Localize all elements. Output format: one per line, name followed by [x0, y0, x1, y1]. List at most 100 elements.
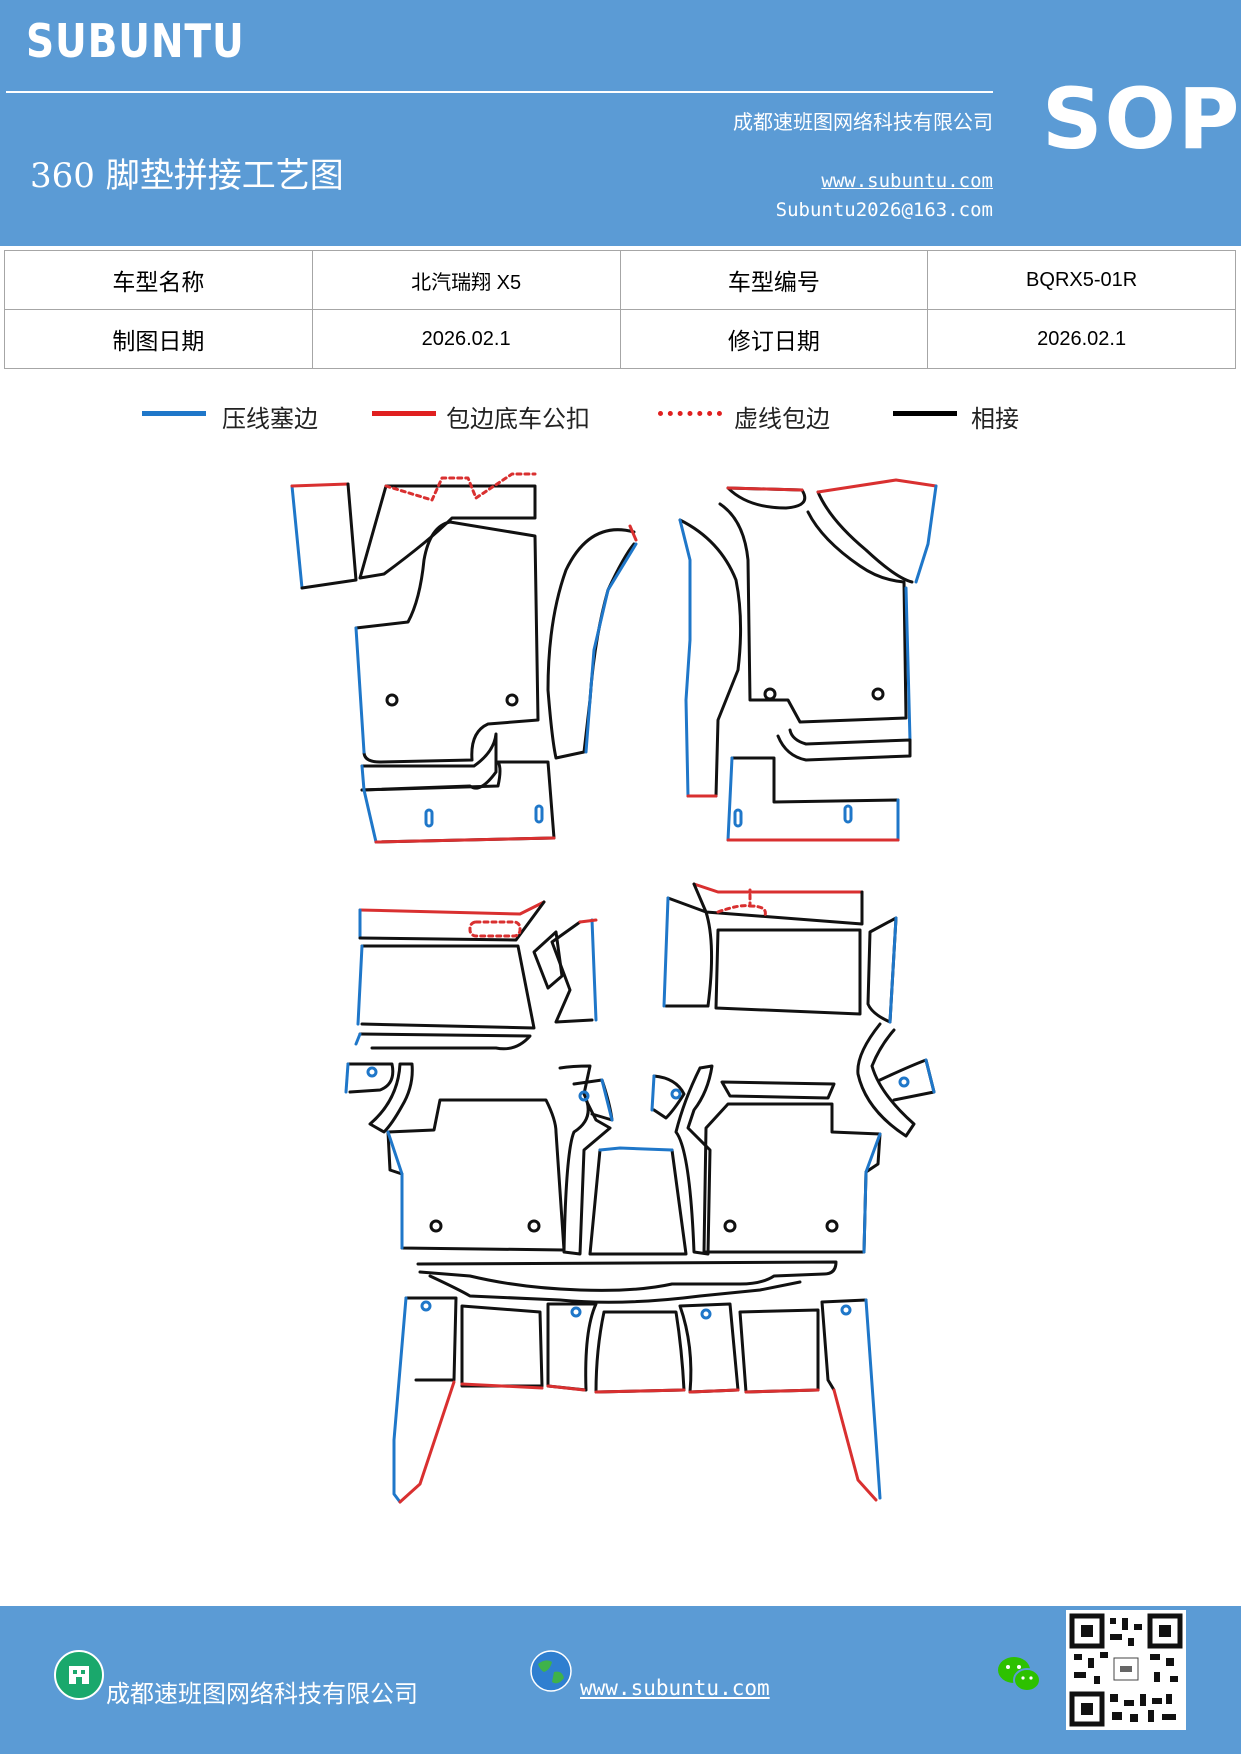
mat-piece-rear-left-side [398, 1380, 456, 1504]
mat-piece-mid-left-floor [386, 1098, 566, 1252]
clip-slot [733, 808, 743, 828]
wechat-icon[interactable] [996, 1654, 1042, 1694]
dotted-edge [468, 920, 522, 938]
mat-piece-mid-right-center [714, 928, 862, 1016]
mat-piece-center-tunnel [598, 1146, 674, 1152]
mat-piece-rear-right-floor [744, 1388, 820, 1394]
mat-piece-mid-left-arm [368, 1062, 414, 1134]
model-name-value: 北汽瑞翔 X5 [311, 250, 621, 310]
front-left-mats [290, 472, 638, 844]
mat-piece-front-left-floor [354, 520, 540, 764]
mat-piece-front-left-floor [354, 626, 366, 754]
mat-piece-mid-right-tunnel-clip [650, 1074, 656, 1112]
footer-website-link[interactable]: www.subuntu.com [580, 1676, 770, 1700]
mat-piece-mid-left-top [358, 900, 546, 916]
middle-row-floor-mats [344, 1022, 936, 1256]
mounting-hole [429, 1219, 443, 1233]
brand-logo: SUBUNTU [26, 14, 245, 68]
dotted-edge-mid-right [716, 888, 767, 920]
mounting-hole [898, 1076, 910, 1088]
mat-piece-front-right-sill [678, 518, 692, 798]
mat-piece-center-tunnel [588, 1148, 688, 1256]
mat-piece-mid-right-top [692, 882, 864, 894]
mat-piece-mid-left-wedge2 [590, 918, 598, 1022]
mounting-hole [385, 693, 399, 707]
mat-splicing-diagram [290, 472, 938, 1504]
mat-piece-rear-left-side [392, 1296, 408, 1504]
middle-row-top-mats [354, 882, 898, 1051]
legend-label: 包边底车公扣 [446, 405, 590, 433]
mat-piece-mid-left-strip [358, 1032, 532, 1051]
mat-piece-mid-left-wedge2 [578, 918, 598, 924]
mounting-hole [763, 687, 777, 701]
mat-piece-mid-left-clip [346, 1062, 395, 1094]
mat-piece-rear-strip [416, 1260, 838, 1292]
legend-swatch-join [893, 411, 957, 416]
mat-piece-mid-right-floor [862, 1132, 882, 1254]
footer-company-name: 成都速班图网络科技有限公司 [106, 1680, 418, 1708]
mat-piece-mid-left-floor [386, 1130, 404, 1250]
mat-piece-front-right-heel [776, 728, 912, 762]
mat-piece-rear-left-floor [460, 1382, 544, 1390]
model-name-label: 车型名称 [4, 250, 313, 310]
mat-piece-mid-left-strip [354, 1032, 362, 1046]
mat-piece-mid-right-tunnel-clip [652, 1074, 686, 1120]
dotted-edge-front-left [384, 472, 537, 502]
mat-piece-rear-left-side [404, 1296, 458, 1382]
model-info-table: 车型名称 北汽瑞翔 X5 车型编号 BQRX5-01R 制图日期 2026.02… [4, 250, 1236, 369]
mat-piece-front-left-heel [360, 760, 556, 844]
mat-piece-front-left-side [290, 484, 304, 590]
qr-code [1066, 1610, 1186, 1730]
mat-piece-mid-right-top [692, 882, 864, 926]
mat-piece-front-right-heel [726, 756, 734, 842]
mat-piece-mid-right-left [664, 896, 714, 1008]
mat-piece-mid-right-floor [702, 1102, 882, 1254]
mat-piece-front-right-floor [904, 586, 912, 742]
revise-date-value: 2026.02.1 [927, 309, 1236, 369]
mat-piece-mid-left-center [360, 944, 536, 1030]
mounting-hole [840, 1304, 852, 1316]
page-footer: 成都速班图网络科技有限公司 www.subuntu.com [0, 1606, 1241, 1754]
globe-icon [530, 1650, 572, 1692]
document-title: 360 脚垫拼接工艺图 [30, 156, 344, 196]
mat-piece-mid-right-side [888, 916, 898, 1024]
legend-label: 压线塞边 [222, 405, 318, 433]
mat-piece-mid-left-wedge [532, 930, 564, 990]
mat-piece-rear-left-floor [460, 1304, 544, 1388]
draw-date-value: 2026.02.1 [311, 309, 621, 369]
mat-piece-mid-left-wedge2 [550, 920, 594, 1024]
mat-piece-front-right-side [816, 490, 914, 584]
mat-piece-front-right-top [726, 486, 807, 510]
legend-label: 虚线包边 [734, 405, 830, 433]
page-header: SUBUNTU 成都速班图网络科技有限公司 360 脚垫拼接工艺图 www.su… [0, 0, 1241, 246]
mat-piece-front-right-heel [730, 756, 900, 842]
mounting-hole [670, 1088, 682, 1100]
mat-piece-rear-center [594, 1310, 686, 1394]
mat-piece-rear-strip [428, 1274, 802, 1304]
mounting-hole [570, 1306, 582, 1318]
mat-piece-mid-right-arm [856, 1022, 916, 1138]
mat-piece-front-left-sill [546, 528, 636, 760]
mounting-hole [505, 693, 519, 707]
mat-piece-mid-right-strip [720, 1080, 836, 1100]
mounting-hole [527, 1219, 541, 1233]
legend-label: 相接 [971, 405, 1019, 433]
mat-piece-mid-left-top [358, 900, 546, 942]
website-link[interactable]: www.subuntu.com [821, 170, 993, 192]
building-icon [54, 1650, 104, 1700]
mat-piece-front-right-floor [718, 502, 908, 724]
qr-code-pattern [1069, 1613, 1183, 1727]
legend-swatch-wrap [372, 411, 436, 416]
mounting-hole [700, 1308, 712, 1320]
mounting-hole [366, 1066, 378, 1078]
mat-piece-rear-left-mid [546, 1384, 586, 1392]
mat-piece-front-right-side [816, 478, 938, 494]
clip-slot [843, 804, 853, 824]
table-row: 制图日期 2026.02.1 修订日期 2026.02.1 [4, 309, 1236, 369]
header-divider [6, 91, 993, 93]
mat-piece-rear-right-side [864, 1298, 882, 1500]
mat-piece-rear-right-side [820, 1298, 868, 1392]
mounting-hole [825, 1219, 839, 1233]
clip-slot [424, 808, 434, 828]
mat-piece-mid-left-clip [344, 1062, 350, 1094]
